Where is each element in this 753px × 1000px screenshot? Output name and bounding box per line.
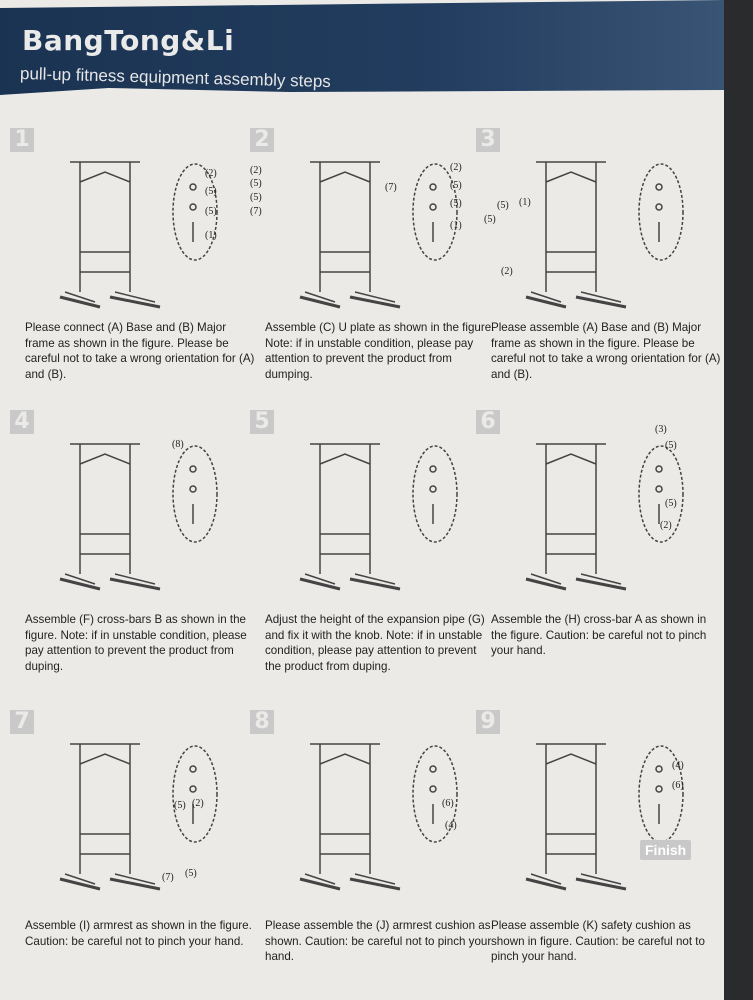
part-callout: (2): [192, 798, 204, 809]
step-1-panel: 1: [10, 128, 245, 418]
part-callout: (6): [442, 798, 454, 809]
step-caption: Please assemble the (J) armrest cushion …: [265, 919, 492, 963]
part-callout: (7): [385, 182, 397, 193]
step-number: 1: [10, 128, 34, 152]
part-callout: (6): [672, 780, 684, 791]
step-7-panel: 7: [10, 710, 245, 1000]
part-callout: (5): [450, 180, 462, 191]
step-figure: [476, 424, 706, 594]
part-callout: (5): [250, 178, 262, 189]
finish-badge: Finish: [640, 840, 692, 860]
part-callout: (2): [205, 168, 217, 179]
step-caption: Please assemble (A) Base and (B) Major f…: [491, 321, 721, 381]
assembly-diagram: [59, 743, 218, 891]
step-9-panel: 9: [476, 710, 711, 1000]
part-callout: (4): [672, 760, 684, 771]
assembly-diagram: [299, 443, 458, 591]
part-callout: (1): [519, 197, 531, 208]
part-callout: (5): [205, 206, 217, 217]
part-callout: (2): [450, 162, 462, 173]
part-callout: (5): [205, 186, 217, 197]
part-callout: (5): [250, 192, 262, 203]
step-number: 2: [250, 128, 274, 152]
part-callout: (2): [501, 266, 513, 277]
part-callout: (5): [665, 498, 677, 509]
part-callout: (8): [172, 439, 184, 450]
step-figure: [10, 424, 240, 594]
assembly-diagram: [59, 161, 218, 309]
step-2-panel: 2: [250, 128, 485, 418]
step-number: 8: [250, 710, 274, 734]
assembly-diagram: [525, 743, 684, 891]
part-callout: (1): [205, 230, 217, 241]
step-caption: Adjust the height of the expansion pipe …: [265, 613, 485, 673]
step-5-panel: 5: [250, 410, 485, 700]
step-figure: [10, 724, 240, 894]
step-6-panel: 6: [476, 410, 711, 700]
step-number: 7: [10, 710, 34, 734]
part-callout: (3): [655, 424, 667, 435]
step-figure: [476, 724, 706, 894]
part-callout: (7): [250, 206, 262, 217]
assembly-diagram: [525, 161, 684, 309]
instruction-sheet: BangTong&Li pull-up fitness equipment as…: [0, 0, 724, 1000]
step-caption: Assemble the (H) cross-bar A as shown in…: [491, 613, 707, 657]
step-4-panel: 4: [10, 410, 245, 700]
part-callout: (5): [185, 868, 197, 879]
part-callout: (2): [660, 520, 672, 531]
step-8-panel: 8: [250, 710, 485, 1000]
step-caption: Please connect (A) Base and (B) Major fr…: [25, 321, 255, 381]
part-callout: (1): [450, 220, 462, 231]
part-callout: (2): [250, 165, 262, 176]
step-figure: [476, 142, 706, 312]
brand-logo: BangTong&Li: [22, 24, 235, 57]
step-number: 5: [250, 410, 274, 434]
part-callout: (5): [497, 200, 509, 211]
step-number: 6: [476, 410, 500, 434]
step-number: 4: [10, 410, 34, 434]
part-callout: (4): [445, 820, 457, 831]
step-3-panel: 3: [476, 128, 711, 418]
assembly-diagram: [299, 161, 458, 309]
part-callout: (7): [162, 872, 174, 883]
assembly-diagram: [299, 743, 458, 891]
part-callout: (5): [665, 440, 677, 451]
part-callout: (5): [174, 800, 186, 811]
step-caption: Assemble (I) armrest as shown in the fig…: [25, 919, 252, 948]
step-figure: [10, 142, 240, 312]
step-caption: Assemble (C) U plate as shown in the fig…: [265, 321, 495, 381]
step-caption: Please assemble (K) safety cushion as sh…: [491, 919, 705, 963]
step-caption: Assemble (F) cross-bars B as shown in th…: [25, 613, 247, 673]
assembly-diagram: [59, 443, 218, 591]
step-figure: [250, 142, 480, 312]
assembly-diagram: [525, 443, 684, 591]
step-number: 9: [476, 710, 500, 734]
part-callout: (5): [484, 214, 496, 225]
header-band: [0, 0, 724, 95]
part-callout: (5): [450, 198, 462, 209]
step-figure: [250, 424, 480, 594]
step-figure: [250, 724, 480, 894]
step-number: 3: [476, 128, 500, 152]
